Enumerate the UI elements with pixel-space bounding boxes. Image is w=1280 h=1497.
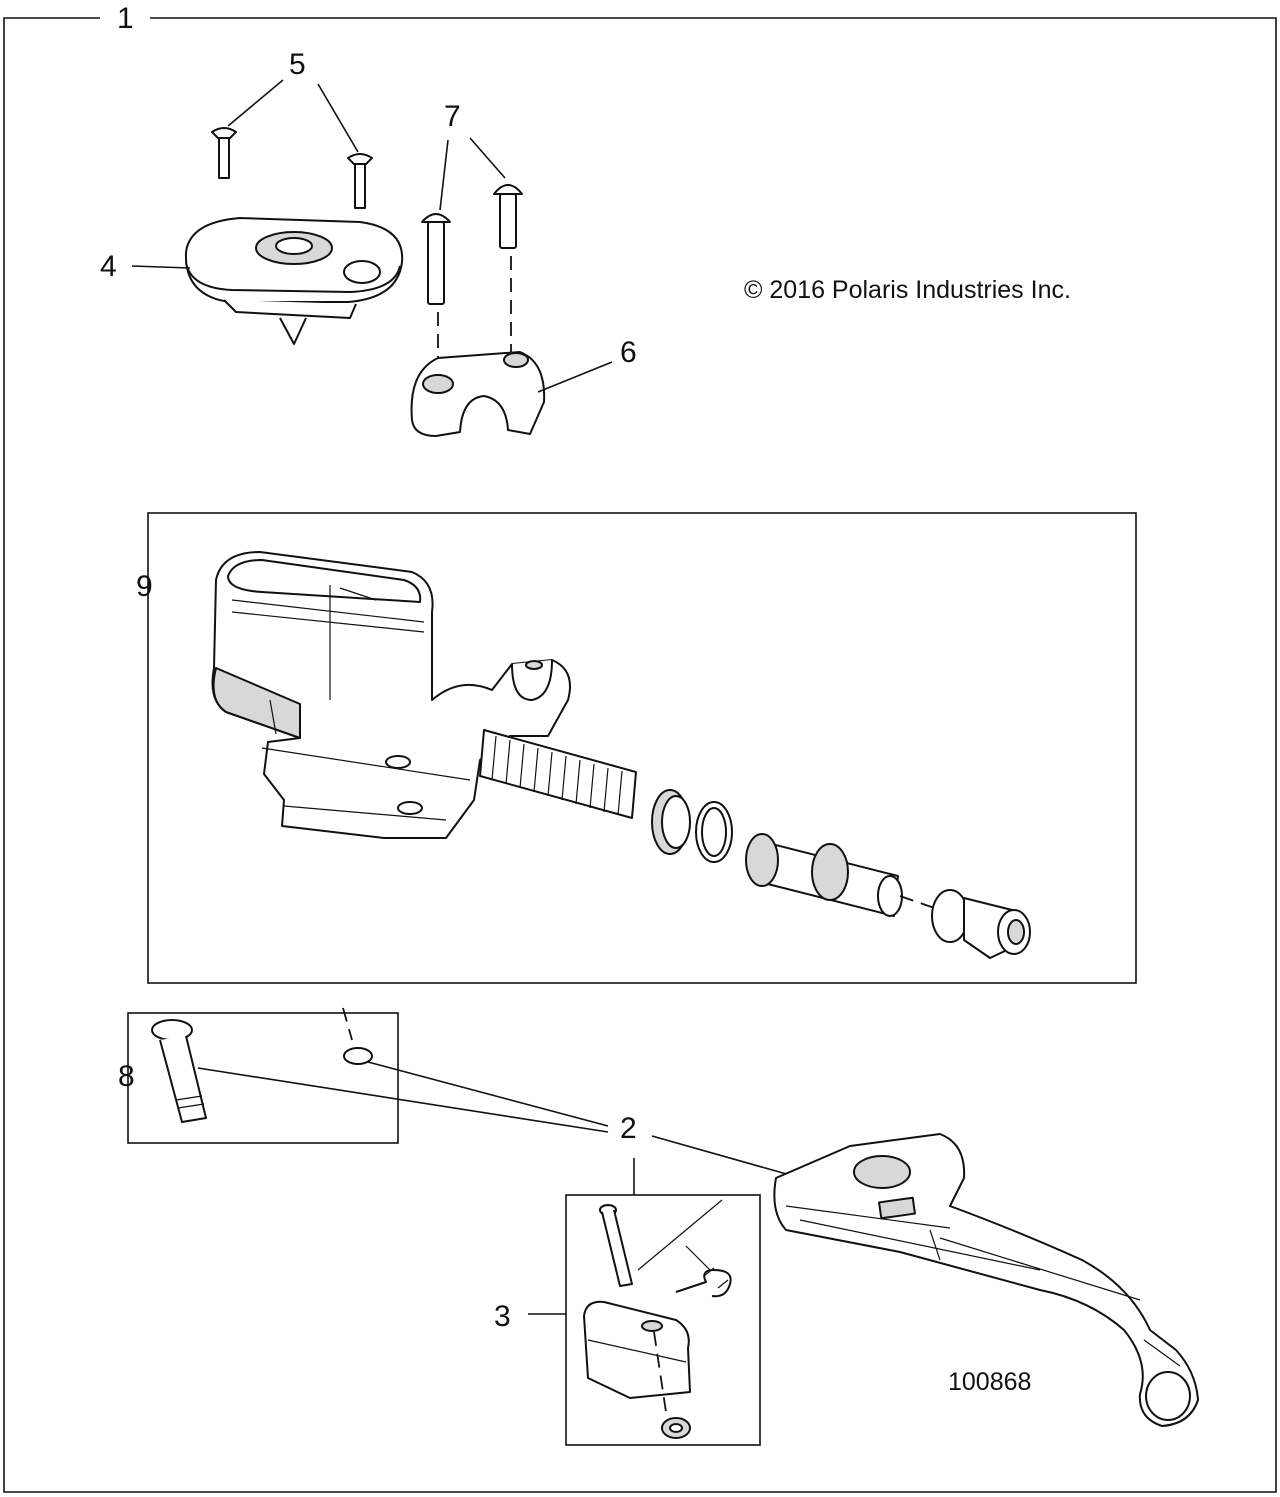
e-clip [343,1047,373,1065]
secondary-o-ring [931,889,969,943]
handlebar-clamp [410,351,546,437]
leader-7 [439,137,506,211]
piston [745,833,903,917]
adjuster-axis [653,1331,667,1413]
bolt-7-left [421,213,451,305]
leader-2 [197,1061,791,1176]
master-cylinder-body [211,551,571,839]
copyright-notice: © 2016 Polaris Industries Inc. [744,276,1071,304]
callout-8: 8 [118,1060,135,1093]
primary-seal-cup [651,789,691,855]
callout-3: 3 [494,1300,511,1333]
clip-axis [342,1007,353,1041]
bolt-7-right [493,184,523,249]
callout-4: 4 [100,250,117,283]
adjuster-pin [599,1204,633,1287]
star-washer [661,1417,691,1439]
callout-9: 9 [136,570,153,603]
kit-box-3 [565,1194,761,1446]
reservoir-cover [184,217,404,345]
kit-box-8 [127,1012,399,1144]
screw-5-right [347,153,373,209]
torsion-spring [675,1267,732,1298]
callout-5: 5 [289,48,306,81]
pivot-pin [151,1019,207,1123]
leader-5 [227,79,359,153]
figure-number: 100868 [948,1368,1031,1396]
callout-6: 6 [620,336,637,369]
brake-lever [773,1133,1199,1427]
kit-box-9 [147,512,1137,984]
return-spring [479,729,637,819]
leader-4 [131,265,191,269]
assembly-frame [3,17,1277,1493]
callout-1: 1 [117,2,134,35]
o-ring [695,801,733,863]
leader-6 [537,361,613,393]
callout-2: 2 [620,1112,637,1145]
callout-7: 7 [444,100,461,133]
screw-5-left [211,127,237,179]
dust-boot [963,897,1031,959]
adjuster-block [583,1300,691,1399]
